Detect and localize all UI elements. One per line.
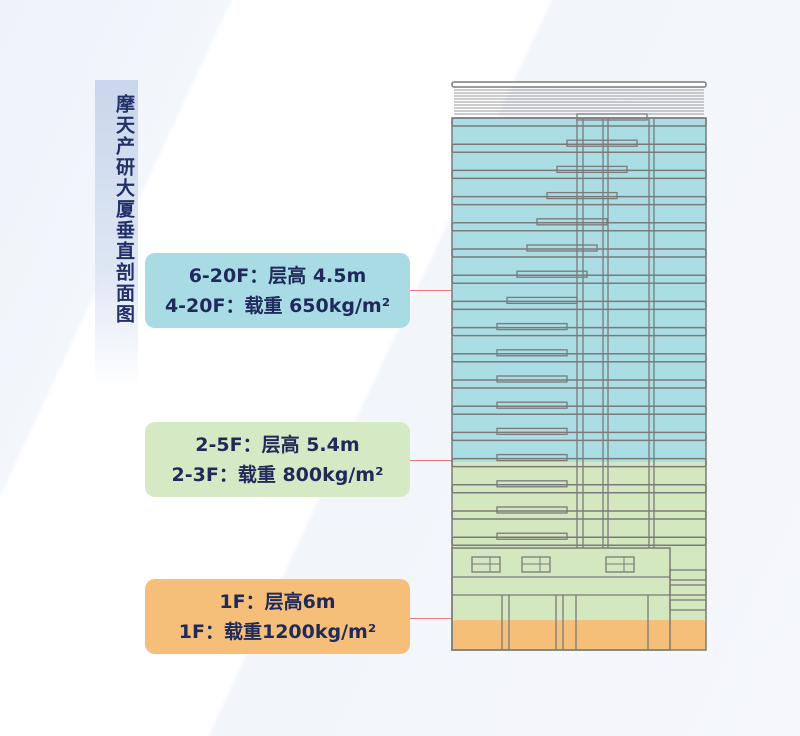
label-middle-height: 2-5F：层高 5.4m [195, 433, 360, 456]
connector-ground [410, 618, 454, 619]
label-upper-load: 4-20F：载重 650kg/m² [164, 294, 391, 317]
balcony [536, 218, 608, 226]
balcony [526, 244, 598, 252]
balcony [516, 270, 588, 278]
roof-cap [451, 81, 707, 88]
balcony [496, 532, 568, 540]
ground-floor-zone [452, 620, 706, 650]
label-upper-floors: 6-20F：层高 4.5m 4-20F：载重 650kg/m² [145, 253, 410, 328]
building-section-drawing [451, 81, 707, 651]
balcony [496, 375, 568, 383]
label-upper-height: 6-20F：层高 4.5m [188, 264, 367, 287]
middle-floors-zone [452, 462, 706, 620]
balcony [566, 139, 638, 147]
balcony [496, 506, 568, 514]
balcony [496, 453, 568, 462]
label-ground-load: 1F：载重1200kg/m² [178, 620, 377, 643]
balcony [546, 191, 618, 200]
balcony [496, 349, 568, 357]
label-middle-floors: 2-5F：层高 5.4m 2-3F：载重 800kg/m² [145, 422, 410, 497]
label-ground-floor: 1F：层高6m 1F：载重1200kg/m² [145, 579, 410, 654]
balcony [496, 322, 568, 331]
title-bar: 摩天产研大厦垂直剖面图 [95, 80, 138, 390]
balcony [496, 427, 568, 436]
connector-upper [410, 290, 454, 291]
label-ground-height: 1F：层高6m [219, 590, 336, 613]
balcony [576, 113, 648, 121]
connector-middle [410, 460, 454, 461]
label-middle-load: 2-3F：载重 800kg/m² [171, 463, 384, 486]
building-outline [451, 117, 707, 651]
balcony [496, 401, 568, 409]
balcony [496, 480, 568, 488]
diagram-title: 摩天产研大厦垂直剖面图 [113, 94, 135, 325]
upper-floors-zone [452, 118, 706, 462]
balcony [556, 165, 628, 174]
